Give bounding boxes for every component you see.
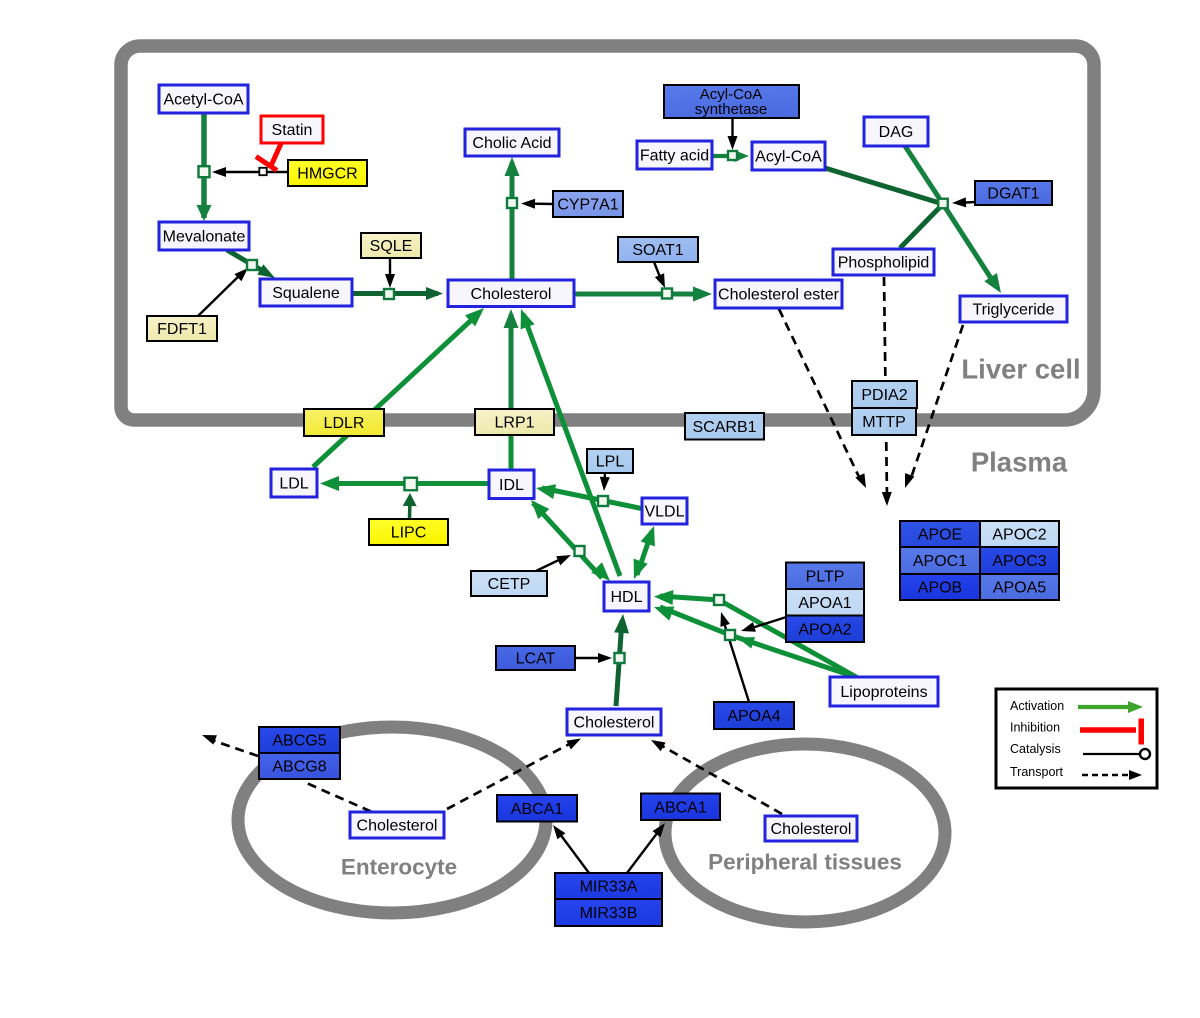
svg-text:LPL: LPL bbox=[596, 454, 625, 471]
svg-text:APOC1: APOC1 bbox=[913, 553, 967, 570]
svg-text:Cholesterol: Cholesterol bbox=[357, 818, 438, 835]
svg-text:HDL: HDL bbox=[610, 589, 642, 606]
svg-text:APOB: APOB bbox=[918, 580, 962, 597]
svg-text:ABCG5: ABCG5 bbox=[272, 733, 326, 750]
svg-text:Cholesterol: Cholesterol bbox=[574, 715, 655, 732]
svg-text:Cholesterol ester: Cholesterol ester bbox=[718, 287, 840, 304]
svg-text:Inhibition: Inhibition bbox=[1010, 721, 1060, 735]
svg-text:APOA4: APOA4 bbox=[727, 708, 780, 725]
svg-text:Mevalonate: Mevalonate bbox=[163, 229, 246, 246]
svg-text:CETP: CETP bbox=[488, 576, 531, 593]
svg-text:DAG: DAG bbox=[879, 124, 914, 141]
svg-text:Cholesterol: Cholesterol bbox=[771, 821, 852, 838]
svg-text:HMGCR: HMGCR bbox=[297, 166, 357, 183]
svg-text:Enterocyte: Enterocyte bbox=[341, 855, 457, 880]
svg-text:LRP1: LRP1 bbox=[494, 415, 534, 432]
svg-text:Squalene: Squalene bbox=[272, 285, 340, 302]
svg-text:Cholesterol: Cholesterol bbox=[471, 286, 552, 303]
svg-text:SOAT1: SOAT1 bbox=[632, 242, 683, 259]
svg-text:Fatty acid: Fatty acid bbox=[640, 148, 709, 165]
svg-text:MIR33B: MIR33B bbox=[580, 905, 638, 922]
svg-text:DGAT1: DGAT1 bbox=[987, 186, 1039, 203]
svg-text:ABCA1: ABCA1 bbox=[654, 799, 707, 816]
svg-text:VLDL: VLDL bbox=[644, 504, 684, 521]
svg-text:ABCA1: ABCA1 bbox=[511, 801, 564, 818]
svg-text:Liver cell: Liver cell bbox=[961, 354, 1080, 385]
svg-text:IDL: IDL bbox=[499, 477, 524, 494]
svg-text:Transport: Transport bbox=[1010, 765, 1064, 779]
svg-text:APOA5: APOA5 bbox=[993, 580, 1046, 597]
svg-text:Activation: Activation bbox=[1010, 699, 1064, 713]
svg-text:Phospholipid: Phospholipid bbox=[838, 255, 930, 272]
svg-text:Peripheral tissues: Peripheral tissues bbox=[708, 850, 902, 875]
svg-text:PLTP: PLTP bbox=[806, 568, 845, 585]
svg-text:Triglyceride: Triglyceride bbox=[972, 302, 1054, 319]
svg-text:PDIA2: PDIA2 bbox=[861, 387, 907, 404]
svg-text:Cholic Acid: Cholic Acid bbox=[472, 135, 551, 152]
svg-text:SCARB1: SCARB1 bbox=[692, 419, 756, 436]
svg-text:SQLE: SQLE bbox=[370, 238, 413, 255]
svg-text:Lipoproteins: Lipoproteins bbox=[840, 684, 927, 701]
svg-text:Plasma: Plasma bbox=[971, 447, 1068, 478]
svg-text:Acetyl-CoA: Acetyl-CoA bbox=[163, 92, 243, 109]
svg-text:MTTP: MTTP bbox=[862, 414, 906, 431]
svg-text:APOA2: APOA2 bbox=[798, 621, 851, 638]
svg-text:MIR33A: MIR33A bbox=[580, 879, 638, 896]
svg-text:Acyl-CoA: Acyl-CoA bbox=[755, 149, 822, 166]
svg-text:CYP7A1: CYP7A1 bbox=[557, 197, 618, 214]
svg-text:FDFT1: FDFT1 bbox=[157, 321, 207, 338]
svg-text:LDLR: LDLR bbox=[324, 415, 365, 432]
svg-text:ABCG8: ABCG8 bbox=[272, 759, 326, 776]
svg-text:APOE: APOE bbox=[918, 527, 962, 544]
svg-text:LIPC: LIPC bbox=[391, 525, 427, 542]
svg-text:APOC2: APOC2 bbox=[992, 527, 1046, 544]
svg-text:synthetase: synthetase bbox=[695, 101, 768, 118]
svg-text:APOC3: APOC3 bbox=[992, 553, 1046, 570]
svg-text:LDL: LDL bbox=[279, 476, 308, 493]
svg-text:APOA1: APOA1 bbox=[798, 595, 851, 612]
svg-text:Statin: Statin bbox=[272, 122, 313, 139]
svg-text:Catalysis: Catalysis bbox=[1010, 742, 1061, 756]
svg-text:LCAT: LCAT bbox=[516, 651, 556, 668]
